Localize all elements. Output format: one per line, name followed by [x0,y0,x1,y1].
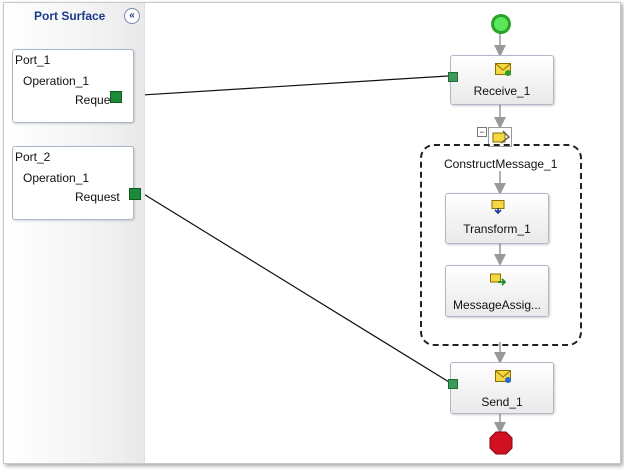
construct-message-scope[interactable] [420,144,582,346]
receive-shape[interactable]: Receive_1 [450,55,554,105]
message-assignment-icon [490,273,506,286]
port-binding-line-1 [125,75,449,97]
transform-shape[interactable]: Transform_1 [445,193,549,244]
collapse-icon[interactable]: « [124,8,140,24]
port-2[interactable]: Port_2 Operation_1 Request [12,146,134,220]
send-envelope-icon [495,370,511,383]
message-label: Request [75,190,120,204]
collapse-scope-icon[interactable]: − [477,127,487,137]
end-icon[interactable] [489,431,513,455]
start-icon[interactable] [491,14,511,34]
operation-name: Operation_1 [23,171,90,185]
receive-label: Receive_1 [473,84,531,98]
message-assignment-shape[interactable]: MessageAssig... [445,265,549,317]
connection-lines [125,14,513,455]
port-binding-line-2 [141,192,450,383]
port-name: Port_1 [15,53,51,67]
receive-envelope-icon [495,63,511,76]
construct-message-icon [488,127,512,147]
send-shape[interactable]: Send_1 [450,362,554,414]
port-name: Port_2 [15,150,51,164]
port-2-connector-icon[interactable] [129,188,141,200]
operation-name: Operation_1 [23,74,90,88]
port-1[interactable]: Port_1 Operation_1 Reque [12,49,134,123]
send-label: Send_1 [481,395,523,409]
message-label: Reque [75,93,111,107]
port-1-connector-icon[interactable] [110,91,122,103]
transform-icon [491,200,505,214]
port-surface-header: Port Surface « [4,3,144,27]
receive-port-connector-icon[interactable] [448,72,458,82]
transform-label: Transform_1 [463,222,531,236]
message-assignment-label: MessageAssig... [452,298,542,312]
orchestration-designer-canvas: Port Surface « Port_1 Operation_1 Reque … [3,2,621,464]
send-port-connector-icon[interactable] [448,379,458,389]
port-surface-title: Port Surface [34,9,106,23]
port-surface: Port Surface « Port_1 Operation_1 Reque … [4,3,145,463]
scope-label: ConstructMessage_1 [444,157,558,171]
